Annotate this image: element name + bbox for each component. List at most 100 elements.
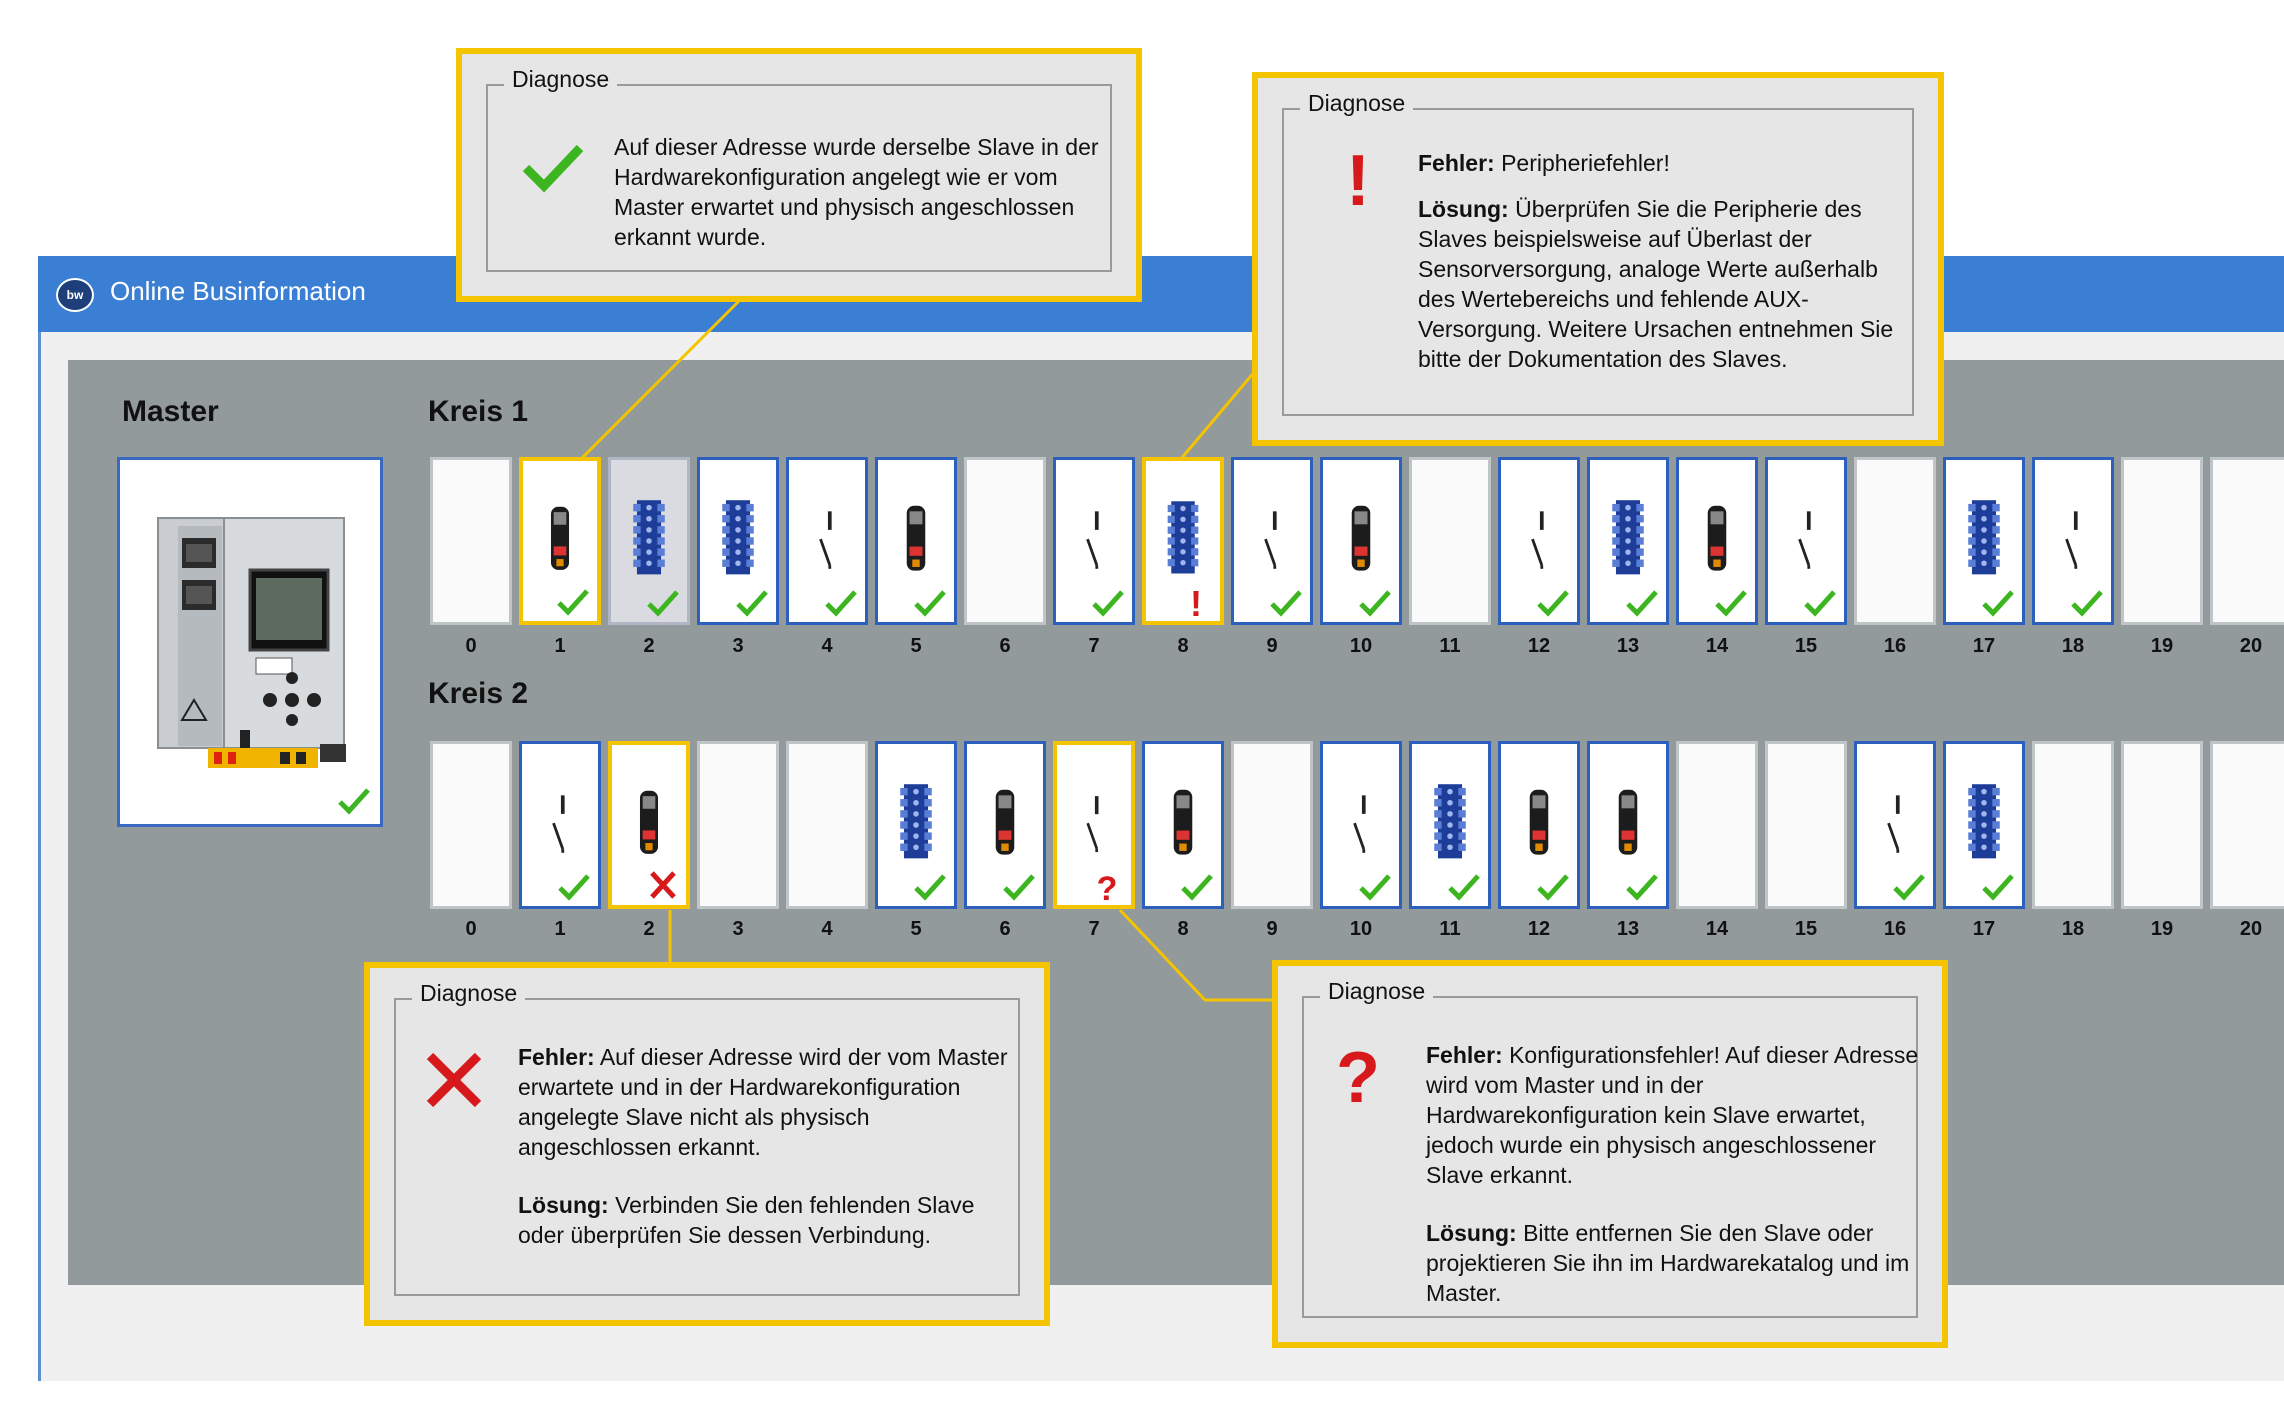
status-check-icon bbox=[1982, 874, 2014, 901]
kreis1-slot-8[interactable]: ! bbox=[1142, 457, 1224, 625]
status-check-icon bbox=[1270, 590, 1302, 617]
kreis1-slot-5[interactable] bbox=[875, 457, 957, 625]
kreis1-slot-2[interactable] bbox=[608, 457, 690, 625]
kreis2-slot-19[interactable] bbox=[2121, 741, 2203, 909]
io-module-icon bbox=[1968, 500, 2000, 575]
kreis1-slot-16[interactable] bbox=[1854, 457, 1936, 625]
kreis2-slot-number: 10 bbox=[1349, 918, 1373, 940]
kreis1-slot-number: 9 bbox=[1266, 635, 1278, 657]
kreis2-slot-4[interactable] bbox=[786, 741, 868, 909]
connector-periph bbox=[1178, 369, 1258, 461]
kreis2-slot-number: 17 bbox=[1972, 918, 1996, 940]
kreis2-slot-number: 15 bbox=[1794, 918, 1818, 940]
diagnose-config-error: Fehler: Konfigurationsfehler! Auf dieser… bbox=[1426, 1042, 1919, 1188]
kreis1-slot-number: 17 bbox=[1972, 635, 1996, 657]
master-label: Master bbox=[122, 395, 219, 428]
app-logo-icon: bw bbox=[56, 278, 94, 312]
kreis1-slot-number: 13 bbox=[1616, 635, 1640, 657]
sensor-device-icon bbox=[1173, 789, 1193, 855]
kreis2-slot-12[interactable] bbox=[1498, 741, 1580, 909]
kreis1-slot-13[interactable] bbox=[1587, 457, 1669, 625]
status-check-icon bbox=[647, 590, 679, 617]
io-module-icon bbox=[900, 784, 932, 859]
kreis1-slot-10[interactable] bbox=[1320, 457, 1402, 625]
kreis2-slot-number: 14 bbox=[1705, 918, 1729, 940]
diagnose-periph-frame bbox=[1282, 108, 1914, 416]
kreis1-slot-20[interactable] bbox=[2210, 457, 2284, 625]
kreis1-slot-7[interactable] bbox=[1053, 457, 1135, 625]
kreis1-slot-9[interactable] bbox=[1231, 457, 1313, 625]
kreis2-slot-number: 1 bbox=[554, 918, 566, 940]
kreis2-slot-6[interactable] bbox=[964, 741, 1046, 909]
kreis1-slot-6[interactable] bbox=[964, 457, 1046, 625]
kreis2-slot-number: 20 bbox=[2239, 918, 2263, 940]
kreis2-slot-14[interactable] bbox=[1676, 741, 1758, 909]
kreis2-slot-3[interactable] bbox=[697, 741, 779, 909]
diagnose-missing-error: Fehler: Auf dieser Adresse wird der vom … bbox=[518, 1044, 1008, 1160]
kreis2-slot-5[interactable] bbox=[875, 741, 957, 909]
kreis1-slot-15[interactable] bbox=[1765, 457, 1847, 625]
kreis1-slot-4[interactable] bbox=[786, 457, 868, 625]
diagnose-periph-error: Fehler: Peripheriefehler! bbox=[1418, 150, 1670, 176]
kreis2-slot-11[interactable] bbox=[1409, 741, 1491, 909]
sensor-device-icon bbox=[1618, 789, 1638, 855]
kreis2-slot-number: 2 bbox=[643, 918, 655, 940]
kreis2-slot-number: 0 bbox=[465, 918, 477, 940]
sensor-device-icon bbox=[1707, 505, 1727, 571]
kreis2-slot-number: 4 bbox=[821, 918, 833, 940]
kreis1-slot-1[interactable] bbox=[519, 457, 601, 625]
kreis2-slot-number: 3 bbox=[732, 918, 744, 940]
switch-device-icon bbox=[2065, 511, 2078, 569]
diagnose-config-solution: Lösung: Bitte entfernen Sie den Slave od… bbox=[1426, 1220, 1910, 1306]
kreis1-slot-11[interactable] bbox=[1409, 457, 1491, 625]
kreis1-slot-3[interactable] bbox=[697, 457, 779, 625]
kreis2-slot-16[interactable] bbox=[1854, 741, 1936, 909]
master-status-check-icon bbox=[338, 788, 370, 815]
question-icon: ? bbox=[1336, 1038, 1380, 1118]
kreis2-slot-0[interactable] bbox=[430, 741, 512, 909]
status-check-icon bbox=[1626, 874, 1658, 901]
kreis2-slot-17[interactable] bbox=[1943, 741, 2025, 909]
diagnose-periph-caption: Diagnose bbox=[1300, 90, 1414, 117]
check-icon bbox=[522, 144, 584, 193]
kreis2-slot-18[interactable] bbox=[2032, 741, 2114, 909]
diagnose-periph-callout: Diagnose ! Fehler: Peripheriefehler! Lös… bbox=[1252, 72, 1944, 446]
kreis2-slot-13[interactable] bbox=[1587, 741, 1669, 909]
kreis1-slot-17[interactable] bbox=[1943, 457, 2025, 625]
kreis2-slot-8[interactable] bbox=[1142, 741, 1224, 909]
status-check-icon bbox=[1092, 590, 1124, 617]
kreis2-slot-number: 16 bbox=[1883, 918, 1907, 940]
status-check-icon bbox=[1537, 874, 1569, 901]
connector-ok bbox=[578, 298, 742, 462]
kreis1-slot-14[interactable] bbox=[1676, 457, 1758, 625]
status-check-icon bbox=[1003, 874, 1035, 901]
status-check-icon bbox=[1804, 590, 1836, 617]
kreis2-slot-20[interactable] bbox=[2210, 741, 2284, 909]
status-check-icon bbox=[1982, 590, 2014, 617]
kreis2-slot-15[interactable] bbox=[1765, 741, 1847, 909]
kreis1-slot-number: 4 bbox=[821, 635, 833, 657]
switch-device-icon bbox=[1531, 511, 1544, 569]
kreis1-slot-0[interactable] bbox=[430, 457, 512, 625]
switch-device-icon bbox=[1798, 511, 1811, 569]
io-module-icon bbox=[633, 500, 665, 575]
kreis2-slot-9[interactable] bbox=[1231, 741, 1313, 909]
status-check-icon bbox=[1893, 874, 1925, 901]
diagnose-ok-caption: Diagnose bbox=[504, 66, 618, 93]
status-check-icon bbox=[825, 590, 857, 617]
kreis2-slot-1[interactable] bbox=[519, 741, 601, 909]
cross-icon bbox=[426, 1052, 482, 1108]
kreis2-slot-2[interactable] bbox=[608, 741, 690, 909]
kreis1-slot-12[interactable] bbox=[1498, 457, 1580, 625]
kreis2-slot-number: 18 bbox=[2061, 918, 2085, 940]
diagnose-config-callout: Diagnose ? Fehler: Konfigurationsfehler!… bbox=[1272, 960, 1948, 1348]
kreis2-slot-7[interactable]: ? bbox=[1053, 741, 1135, 909]
window-title: Online Businformation bbox=[110, 276, 366, 306]
master-device[interactable] bbox=[117, 457, 383, 827]
kreis2-slot-10[interactable] bbox=[1320, 741, 1402, 909]
kreis1-slot-19[interactable] bbox=[2121, 457, 2203, 625]
sensor-device-icon bbox=[906, 505, 926, 571]
sensor-device-icon bbox=[995, 789, 1015, 855]
kreis1-slot-18[interactable] bbox=[2032, 457, 2114, 625]
kreis1-slot-number: 12 bbox=[1527, 635, 1551, 657]
